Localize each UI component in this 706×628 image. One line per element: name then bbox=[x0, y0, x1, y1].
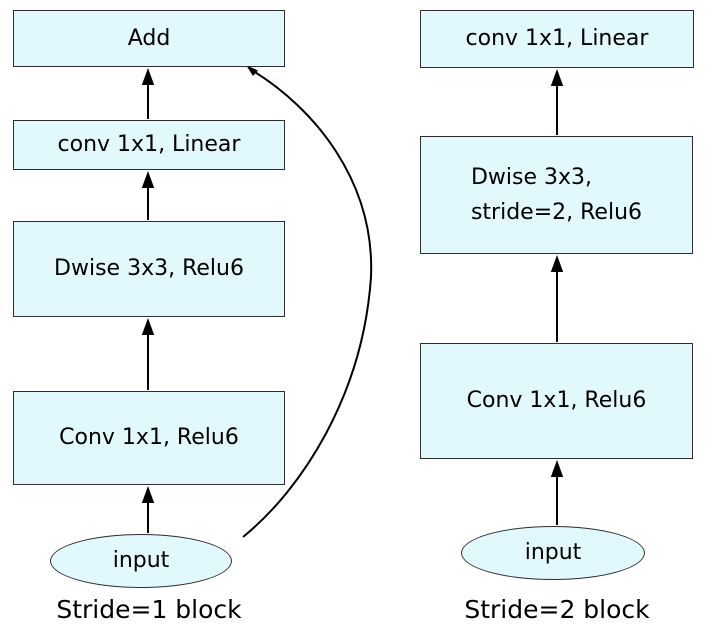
node-conv1x1-relu6-left: Conv 1x1, Relu6 bbox=[13, 391, 285, 485]
dwise-label-line1: Dwise 3x3, bbox=[470, 165, 593, 190]
edge-convlinear-to-add-left bbox=[141, 68, 155, 119]
node-conv1x1-linear-right: conv 1x1, Linear bbox=[420, 10, 694, 68]
edge-dwise-to-convlinear-right bbox=[550, 69, 564, 135]
caption-stride2-block: Stride=2 block bbox=[464, 595, 650, 624]
node-conv1x1-linear-left: conv 1x1, Linear bbox=[13, 120, 285, 170]
arrowhead bbox=[141, 171, 155, 188]
caption-stride1-block: Stride=1 block bbox=[56, 595, 242, 624]
node-dwise3x3-stride2-relu6: Dwise 3x3, stride=2, Relu6 bbox=[420, 136, 693, 254]
node-dwise3x3-relu6-left: Dwise 3x3, Relu6 bbox=[13, 221, 285, 317]
node-input-right: input bbox=[461, 526, 645, 580]
node-conv1x1-relu6-right-label: Conv 1x1, Relu6 bbox=[466, 388, 647, 414]
arrowhead bbox=[141, 68, 155, 85]
arrowhead bbox=[141, 486, 155, 503]
dwise-label-line2: stride=2, Relu6 bbox=[470, 200, 643, 225]
edge-convrelu-to-dwise-right bbox=[550, 255, 564, 342]
node-input-left: input bbox=[50, 534, 232, 588]
node-conv1x1-linear-left-label: conv 1x1, Linear bbox=[57, 132, 241, 158]
edge-input-to-convrelu-left bbox=[141, 486, 155, 533]
node-conv1x1-relu6-right: Conv 1x1, Relu6 bbox=[420, 343, 693, 459]
node-input-left-label: input bbox=[112, 548, 170, 574]
skip-connection bbox=[242, 65, 373, 538]
arrowhead bbox=[141, 318, 155, 335]
node-conv1x1-relu6-left-label: Conv 1x1, Relu6 bbox=[59, 425, 239, 451]
arrowhead bbox=[550, 255, 564, 272]
edge-dwise-to-convlinear-left bbox=[141, 171, 155, 220]
node-add: Add bbox=[13, 10, 285, 67]
node-dwise3x3-relu6-left-label: Dwise 3x3, Relu6 bbox=[54, 256, 244, 282]
node-input-right-label: input bbox=[524, 540, 582, 566]
node-add-label: Add bbox=[127, 25, 171, 51]
arrowhead bbox=[550, 69, 564, 86]
edge-input-to-convrelu-right bbox=[550, 460, 564, 525]
arrowhead bbox=[246, 65, 258, 76]
node-conv1x1-linear-right-label: conv 1x1, Linear bbox=[465, 26, 649, 52]
node-dwise3x3-stride2-relu6-label: Dwise 3x3, stride=2, Relu6 bbox=[471, 160, 642, 230]
edge-convrelu-to-dwise-left bbox=[141, 318, 155, 390]
arrowhead bbox=[550, 460, 564, 477]
